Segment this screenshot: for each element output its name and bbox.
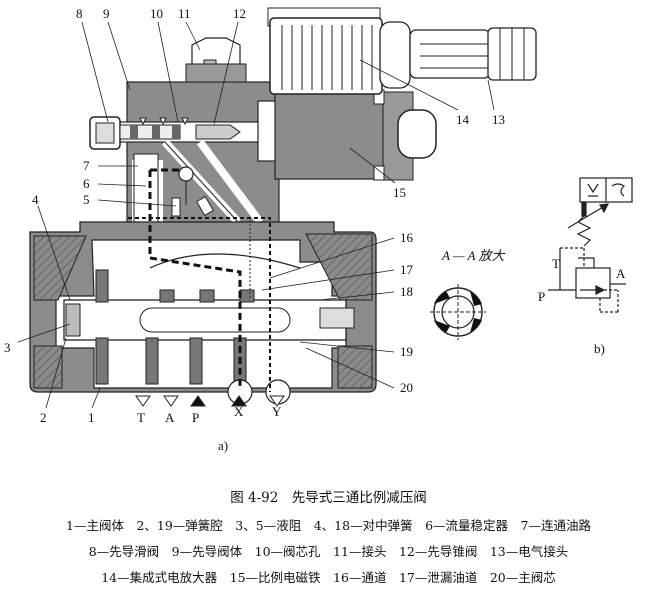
callout-9: 9	[103, 6, 110, 21]
callout-20: 20	[400, 380, 413, 395]
port-label-X: X	[234, 404, 244, 419]
callout-17: 17	[400, 262, 414, 277]
callout-19: 19	[400, 344, 413, 359]
callout-2: 2	[40, 410, 47, 425]
callout-1: 1	[88, 410, 95, 425]
figure-label-b: b)	[594, 341, 605, 356]
callout-5: 5	[83, 192, 90, 207]
hydraulic-symbol	[548, 177, 633, 313]
callout-6: 6	[83, 176, 90, 191]
pilot-oil-path	[148, 170, 242, 390]
legend-line-3: 14—集成式电放大器 15—比例电磁铁 16—通道 17—泄漏油道 20—主阀芯	[101, 570, 556, 585]
main-valve-body	[29, 221, 377, 405]
legend-line-1: 1—主阀体 2、19—弹簧腔 3、5—液阻 4、18—对中弹簧 6—流量稳定器 …	[66, 518, 591, 533]
callout-labels: 8 9 10 11 12 7 65 4 3 2 1 14 13 15 16 17 18 19 20	[4, 6, 505, 425]
integrated-amplifier-14	[267, 7, 383, 95]
port-label-A: A	[165, 410, 175, 425]
electrical-connector-13	[379, 21, 537, 89]
figure-title: 图 4-92 先导式三通比例减压阀	[230, 490, 427, 506]
callout-16: 16	[400, 230, 414, 245]
symbol-port-P: P	[538, 289, 545, 304]
callout-13: 13	[492, 112, 505, 127]
callout-3: 3	[4, 340, 11, 355]
port-label-T: T	[137, 410, 145, 425]
section-label: A — A 放大	[441, 248, 506, 263]
figure-label-a: a)	[218, 438, 228, 453]
callout-12: 12	[233, 6, 246, 21]
callout-4: 4	[32, 192, 39, 207]
legend-line-2: 8—先导滑阀 9—先导阀体 10—阀芯孔 11—接头 12—先导锥阀 13—电气…	[88, 544, 569, 559]
section-a-a	[430, 284, 486, 340]
callout-11: 11	[178, 6, 191, 21]
port-label-Y: Y	[272, 404, 282, 419]
callout-10: 10	[150, 6, 163, 21]
port-label-P: P	[192, 410, 199, 425]
pilot-spool-8	[89, 116, 181, 150]
proportional-solenoid-15	[257, 89, 437, 181]
callout-15: 15	[393, 185, 406, 200]
pilot-cone-valve-12	[139, 117, 241, 140]
callout-8: 8	[76, 6, 83, 21]
port-markers	[135, 395, 285, 407]
callout-18: 18	[400, 284, 413, 299]
leader-lines	[17, 21, 495, 409]
symbol-port-A: A	[616, 266, 626, 281]
callout-14: 14	[456, 112, 470, 127]
symbol-port-T: T	[552, 256, 560, 271]
symbol-port-labels: T A P	[538, 256, 626, 304]
callout-7: 7	[83, 158, 90, 173]
